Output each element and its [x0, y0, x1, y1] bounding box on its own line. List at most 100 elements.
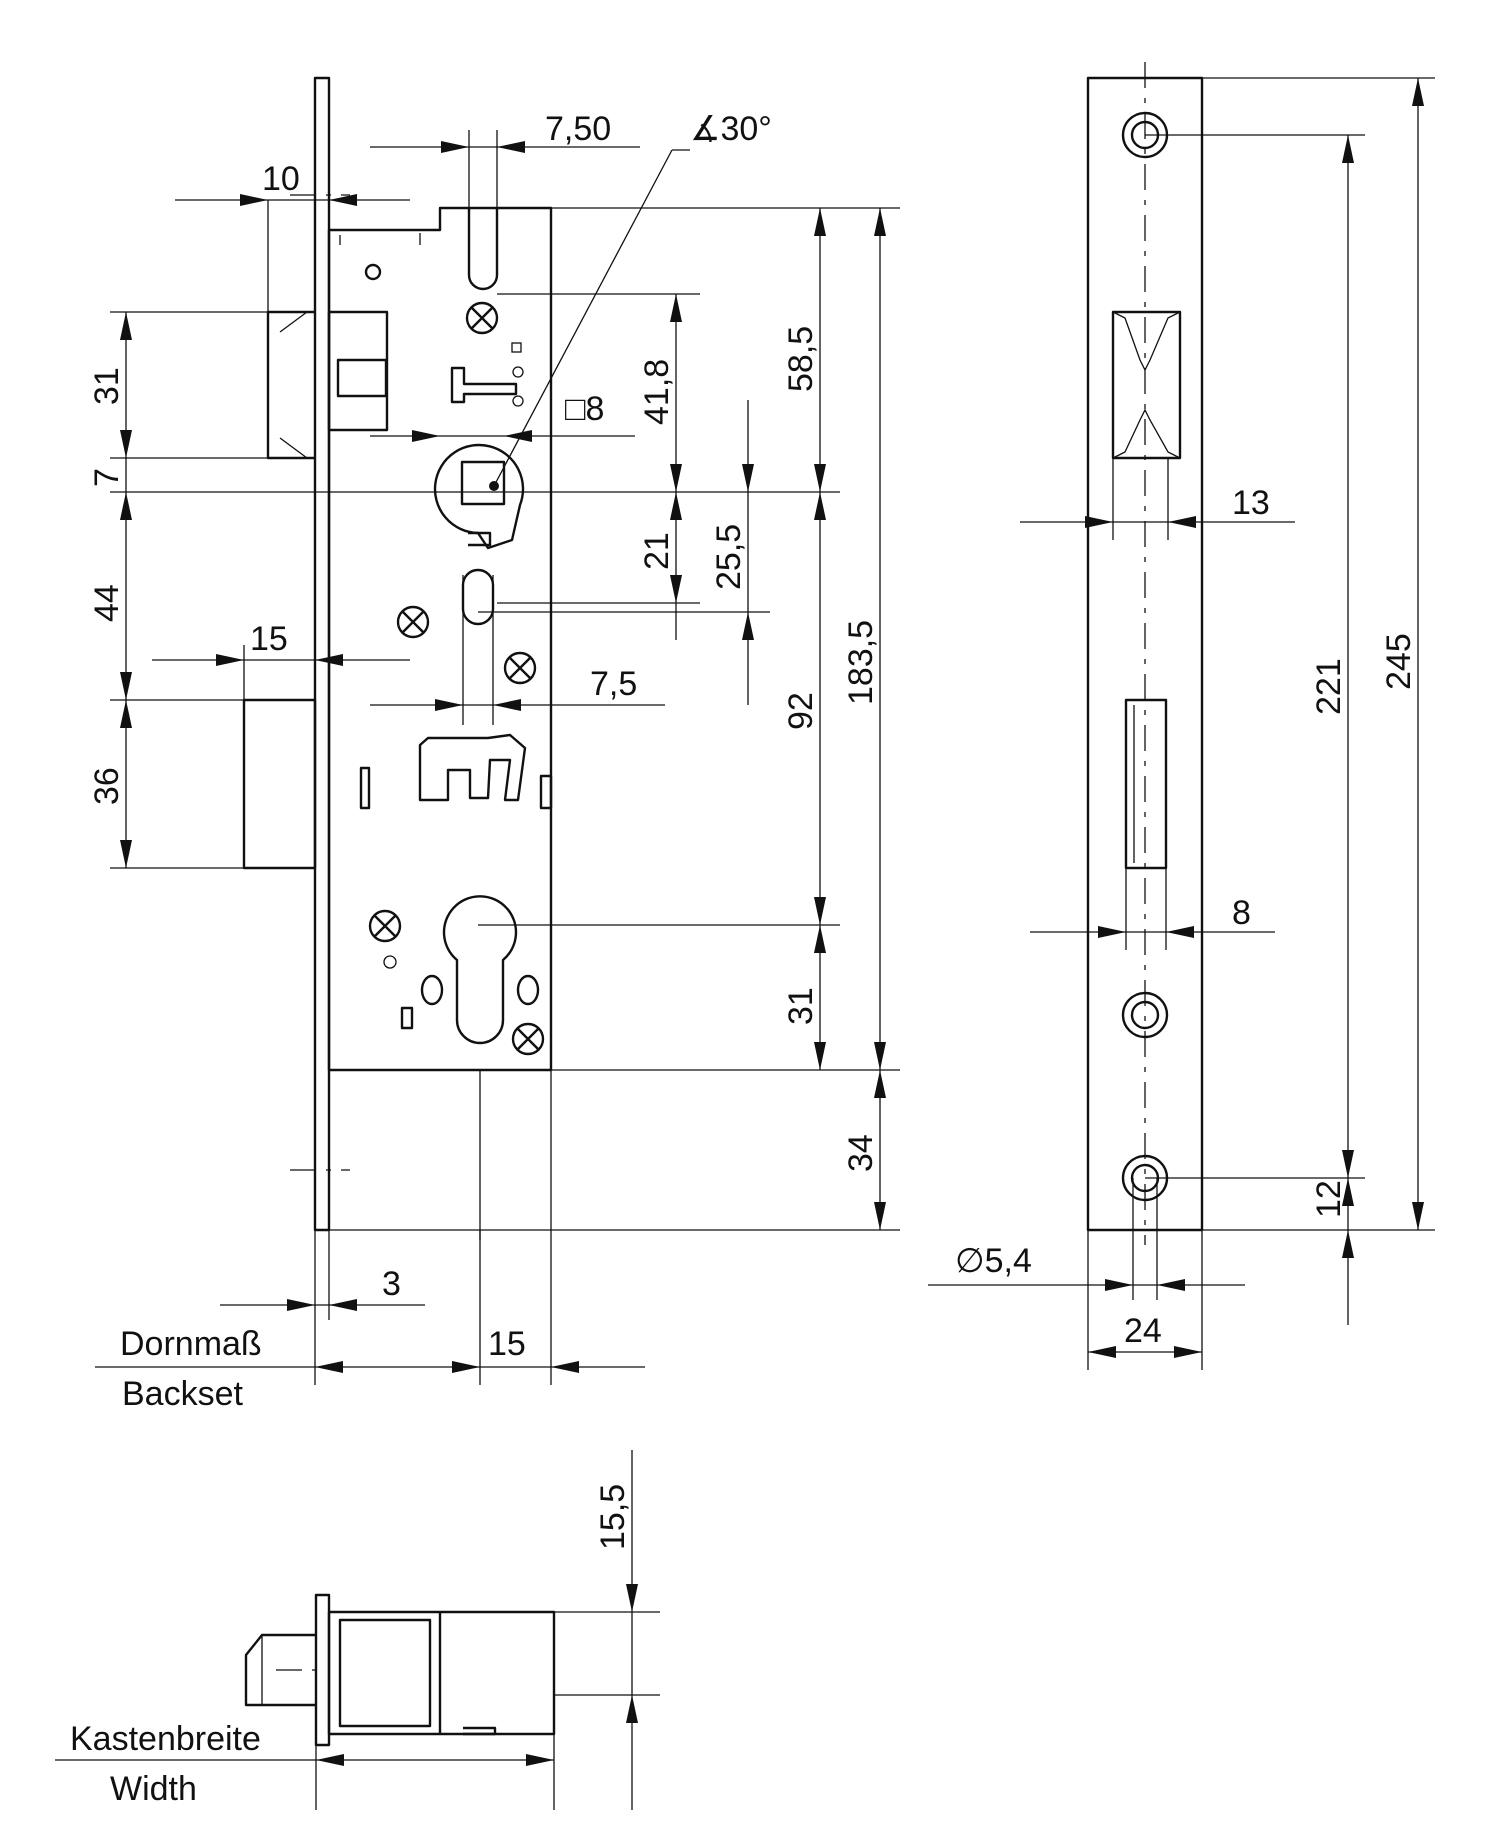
cylinder-keyhole: [442, 895, 518, 1045]
arrow: [626, 1584, 638, 1612]
small-square: [511, 342, 522, 353]
arrow: [814, 492, 826, 520]
arrow: [441, 141, 469, 153]
dim-245: 245: [1380, 633, 1418, 690]
dim-183-5: 183,5: [842, 620, 880, 705]
latch-opening-bevel: [1112, 311, 1181, 459]
arrow: [120, 672, 132, 700]
hub-nose: [468, 531, 492, 547]
dim-31-cylinder: 31: [782, 987, 820, 1025]
arrow: [1342, 1178, 1354, 1206]
arrow: [412, 430, 440, 442]
case-inner: [338, 1618, 432, 1728]
arrow: [120, 312, 132, 340]
dim-diameter-5-4: ∅5,4: [955, 1242, 1032, 1280]
case-top: [327, 1610, 556, 1736]
screw-icon: [503, 651, 537, 685]
arrow: [504, 430, 532, 442]
dim-24: 24: [1124, 1312, 1162, 1350]
arrow: [1168, 516, 1196, 528]
arrow: [814, 1042, 826, 1070]
dim-7-50: 7,50: [545, 110, 611, 148]
dim-58-5: 58,5: [782, 326, 820, 392]
arrow: [1157, 1279, 1185, 1291]
dim-15-backset: 15: [488, 1325, 526, 1363]
arrow: [1342, 1150, 1354, 1178]
dim-41-8: 41,8: [638, 359, 676, 425]
small-slot: [400, 1006, 414, 1030]
dim-25-5: 25,5: [710, 524, 748, 590]
front-view: 10 7,50 ∡30° 31 7 44 36 15: [88, 76, 900, 1413]
dim-angle-30: ∡30°: [690, 110, 772, 148]
lock-case: [327, 206, 553, 1072]
arrow: [1412, 78, 1424, 106]
screw-cross: [402, 611, 424, 633]
arrow: [216, 654, 244, 666]
hook-mechanism: [418, 733, 527, 802]
hole: [516, 974, 540, 1006]
hole: [420, 974, 444, 1006]
small-hole: [383, 955, 397, 969]
latch-opening: [1111, 310, 1182, 460]
dim-31-latch: 31: [88, 367, 126, 405]
latch-top: [244, 1633, 316, 1707]
latch-pin: [336, 358, 388, 398]
bolt-opening: [1124, 698, 1168, 870]
faceplate-front: [1086, 76, 1204, 1232]
screw-cross: [374, 915, 396, 937]
label-backset-de: Dornmaß: [120, 1325, 262, 1363]
dim-7: 7: [88, 468, 126, 487]
label-case-width-en: Width: [110, 1770, 197, 1808]
arrow: [329, 1299, 357, 1311]
dim-221: 221: [1310, 658, 1348, 715]
arrow: [120, 700, 132, 728]
follower-hub: [433, 443, 525, 550]
latch-bevel: [279, 311, 308, 459]
case-slot: [359, 766, 371, 810]
arrow: [315, 654, 343, 666]
arrow: [874, 208, 886, 236]
dead-bolt: [242, 698, 317, 870]
arrow: [493, 699, 521, 711]
dim-7-5: 7,5: [590, 665, 637, 703]
faceplate-top: [314, 1593, 331, 1747]
screw-cross: [509, 657, 531, 679]
dim-12: 12: [1310, 1180, 1348, 1218]
arrow: [1342, 135, 1354, 163]
faceplate: [313, 76, 331, 1232]
dim-3: 3: [382, 1265, 401, 1303]
dim-34: 34: [842, 1134, 880, 1172]
case-tab: [463, 1726, 497, 1736]
small-hole: [512, 366, 524, 378]
spring-lever: [450, 366, 518, 404]
arrow: [670, 492, 682, 520]
label-backset-en: Backset: [122, 1375, 243, 1413]
arrow: [874, 1202, 886, 1230]
case-notches: [339, 233, 421, 245]
arrow: [1174, 1346, 1202, 1358]
arrow: [874, 1070, 886, 1098]
screw-icon: [396, 605, 430, 639]
dim-92: 92: [782, 692, 820, 730]
dim-13: 13: [1232, 484, 1270, 522]
screw-hole-inner: [1130, 1000, 1160, 1030]
dim-square-8: □8: [565, 390, 604, 428]
arrow: [742, 464, 754, 492]
dim-15-5: 15,5: [594, 1484, 632, 1550]
slot: [461, 568, 495, 626]
arrow: [120, 430, 132, 458]
dim-21: 21: [638, 532, 676, 570]
screw-icon: [368, 909, 402, 943]
arrow: [670, 464, 682, 492]
arrow: [1098, 926, 1126, 938]
dim-36: 36: [88, 767, 126, 805]
screw-hole: [1121, 991, 1169, 1039]
dim-44: 44: [88, 584, 126, 622]
arrow: [1166, 926, 1194, 938]
arrow: [670, 294, 682, 322]
arrow: [874, 1042, 886, 1070]
arrow: [814, 208, 826, 236]
arrow: [626, 1695, 638, 1723]
latch-slot: [467, 208, 499, 291]
